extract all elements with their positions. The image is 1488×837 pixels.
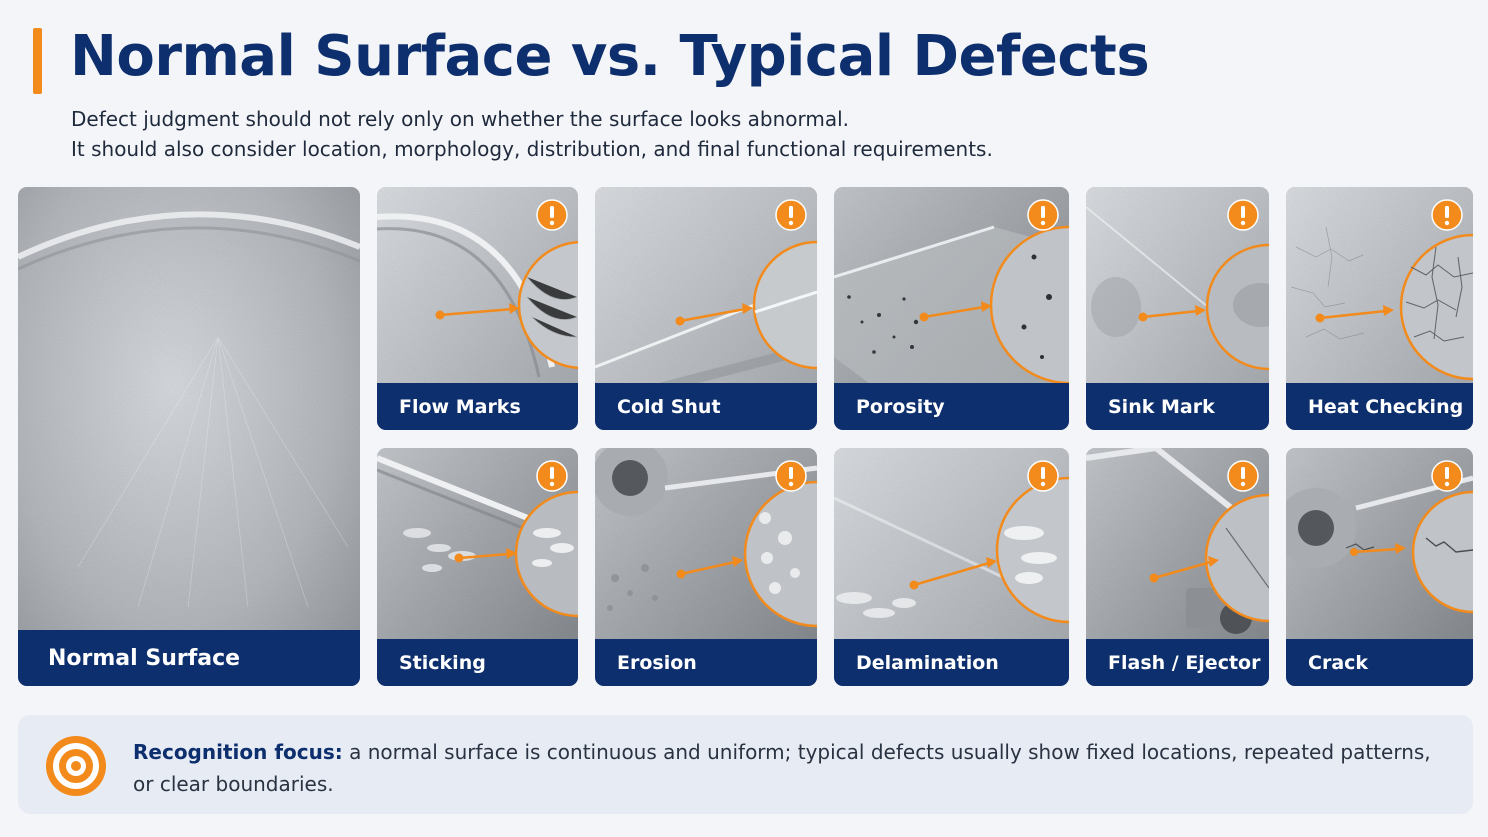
defect-tile-flow-marks: Flow Marks [377, 187, 578, 430]
normal-surface-image [18, 187, 360, 686]
warning-icon [1227, 199, 1259, 231]
focus-body: a normal surface is continuous and unifo… [133, 740, 1431, 796]
defect-tile-sink-mark: Sink Mark [1086, 187, 1269, 430]
defect-label: Sink Mark [1086, 383, 1269, 430]
defect-tile-erosion: Erosion [595, 448, 817, 686]
target-icon [46, 736, 106, 796]
warning-icon [1027, 460, 1059, 492]
defect-tile-delamination: Delamination [834, 448, 1069, 686]
warning-icon [536, 460, 568, 492]
defect-tile-heat-checking: Heat Checking [1286, 187, 1473, 430]
focus-heading: Recognition focus: [133, 740, 343, 764]
defect-label: Crack [1286, 639, 1473, 686]
subtitle-line: It should also consider location, morpho… [71, 137, 993, 161]
defect-tile-crack: Crack [1286, 448, 1473, 686]
page-title: Normal Surface vs. Typical Defects [70, 24, 1150, 89]
defect-label: Heat Checking [1286, 383, 1473, 430]
normal-surface-tile: Normal Surface [18, 187, 360, 686]
defect-label: Cold Shut [595, 383, 817, 430]
defect-label: Sticking [377, 639, 578, 686]
warning-icon [1431, 199, 1463, 231]
defect-label: Porosity [834, 383, 1069, 430]
defect-label: Delamination [834, 639, 1069, 686]
defect-tile-flash-ejector: Flash / Ejector [1086, 448, 1269, 686]
title-accent-bar [33, 28, 42, 94]
defect-tile-cold-shut: Cold Shut [595, 187, 817, 430]
defect-tile-porosity: Porosity [834, 187, 1069, 430]
defect-tile-sticking: Sticking [377, 448, 578, 686]
warning-icon [775, 460, 807, 492]
warning-icon [1227, 460, 1259, 492]
warning-icon [775, 199, 807, 231]
warning-icon [1431, 460, 1463, 492]
recognition-focus-box [18, 715, 1473, 814]
defect-label: Erosion [595, 639, 817, 686]
recognition-focus-text: Recognition focus: a normal surface is c… [133, 736, 1453, 800]
defect-label: Flash / Ejector [1086, 639, 1269, 686]
subtitle: Defect judgment should not rely only on … [71, 104, 993, 164]
defect-label: Flow Marks [377, 383, 578, 430]
normal-surface-label: Normal Surface [18, 630, 360, 686]
warning-icon [1027, 199, 1059, 231]
warning-icon [536, 199, 568, 231]
subtitle-line: Defect judgment should not rely only on … [71, 107, 849, 131]
